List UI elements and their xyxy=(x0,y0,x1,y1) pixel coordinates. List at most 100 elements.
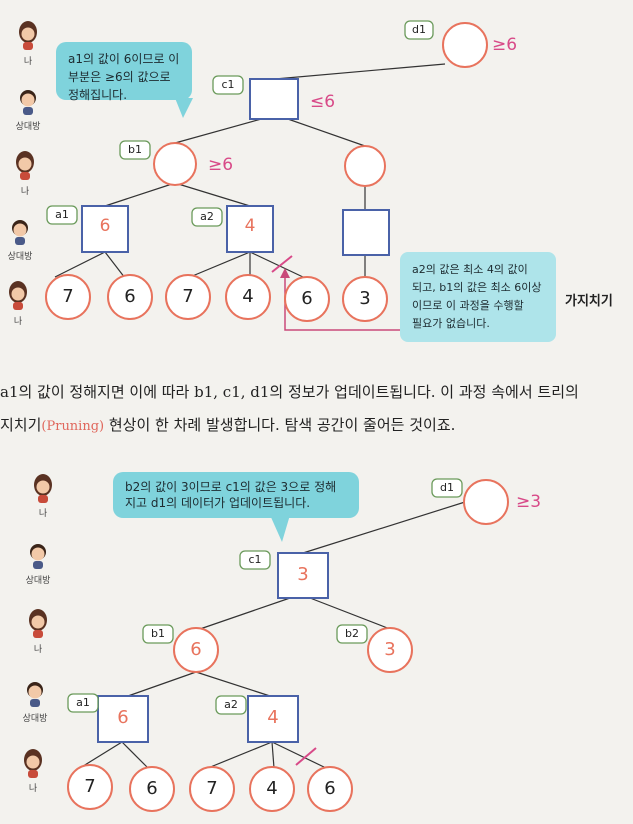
c1-value: 3 xyxy=(297,564,309,585)
role-label: 상대방 xyxy=(15,122,41,132)
tag-a1 xyxy=(46,205,78,225)
body-text-line: 지치기(Pruning) 현상이 한 차례 발생합니다. 탐색 공간이 줄어든 … xyxy=(0,410,633,442)
b1-node xyxy=(153,142,197,186)
leaf-node xyxy=(45,274,91,320)
role-label: 나 xyxy=(13,317,23,327)
tag-c1-text: c1 xyxy=(248,553,262,566)
leaf-node xyxy=(165,274,211,320)
callout-line: b2의 값이 3이므로 c1의 값은 3으로 정해 xyxy=(125,480,337,494)
bubble-tail xyxy=(270,515,290,542)
leaf-value: 6 xyxy=(124,286,136,307)
bubble-tail xyxy=(175,98,193,118)
leaf-value: 6 xyxy=(301,288,313,309)
leaf-value: 7 xyxy=(84,776,96,797)
tag-a2 xyxy=(215,695,247,715)
tag-c1 xyxy=(212,75,244,95)
role-label: 상대방 xyxy=(25,576,51,586)
d1-node-2 xyxy=(463,479,509,525)
d1-leaf-circles xyxy=(45,274,388,322)
a1-node-2 xyxy=(97,695,149,743)
tag-d1-text: d1 xyxy=(440,481,454,494)
tag-b2-text: b2 xyxy=(345,627,359,640)
callout-line: a1의 값이 6이므로 이 xyxy=(68,52,180,66)
leaf-node xyxy=(249,766,295,812)
a2-value: 4 xyxy=(244,216,256,236)
tag-a1 xyxy=(67,693,99,713)
d2-edges xyxy=(79,501,466,769)
girl-avatar-icon xyxy=(29,609,47,638)
leaf-value: 4 xyxy=(242,286,254,307)
tag-b1-text: b1 xyxy=(128,143,142,156)
callout-line: a2의 값은 최소 4의 값이 xyxy=(412,263,528,276)
role-label: 나 xyxy=(20,187,30,197)
a1-value: 6 xyxy=(117,707,129,728)
girl-avatar-icon xyxy=(9,281,27,310)
leaf-value: 7 xyxy=(182,286,194,307)
role-label: 나 xyxy=(38,509,48,519)
b2-node-2 xyxy=(367,627,413,673)
tag-a2-text: a2 xyxy=(200,210,214,223)
c1-node xyxy=(249,78,299,120)
tag-a2 xyxy=(191,207,223,227)
callout-line: 부분은 ≥6의 값으로 xyxy=(68,70,171,84)
role-label: 나 xyxy=(23,57,33,67)
callout-bubble: a1의 값이 6이므로 이 부분은 ≥6의 값으로 정해집니다. xyxy=(56,42,192,102)
tag-d1-text: d1 xyxy=(412,23,426,36)
a1-node xyxy=(81,205,129,253)
tag-c1 xyxy=(239,550,271,570)
leaf-node xyxy=(129,766,175,812)
body-text-line: a1의 값이 정해지면 이에 따라 b1, c1, d1의 정보가 업데이트됩니… xyxy=(0,383,579,401)
role-label: 나 xyxy=(28,784,38,794)
d1-value: ≥6 xyxy=(492,35,518,55)
boy-avatar-icon xyxy=(30,544,46,569)
girl-avatar-icon xyxy=(16,151,34,180)
leaf-value: 7 xyxy=(62,286,74,307)
leaf-node xyxy=(107,274,153,320)
leaf-value: 7 xyxy=(206,778,218,799)
pruning-english-term: (Pruning) xyxy=(41,419,105,434)
tag-a1-text: a1 xyxy=(76,696,90,709)
leaf-node xyxy=(284,276,330,322)
girl-avatar-icon xyxy=(19,21,37,50)
callout-bubble: b2의 값이 3이므로 c1의 값은 3으로 정해 지고 d1의 데이터가 업데… xyxy=(113,472,359,518)
tag-b1 xyxy=(142,624,174,644)
d2-tags xyxy=(67,478,463,715)
tag-d1 xyxy=(431,478,463,498)
callout-line: 이므로 이 과정을 수행할 xyxy=(412,299,524,312)
b2-value: 3 xyxy=(384,639,396,660)
role-label: 상대방 xyxy=(7,252,33,262)
leaf-node xyxy=(67,764,113,810)
a2-node-2 xyxy=(247,695,299,743)
callout-line: 지고 d1의 데이터가 업데이트됩니다. xyxy=(125,496,311,510)
leaf-node xyxy=(342,276,388,322)
d1-value: ≥3 xyxy=(516,492,542,512)
prune-explanation-bubble: a2의 값은 최소 4의 값이 되고, b1의 값은 최소 6이상 이므로 이 … xyxy=(400,252,556,342)
c1-node-2 xyxy=(277,552,329,599)
tag-b2 xyxy=(336,624,368,644)
d1-node xyxy=(442,22,488,68)
boy-avatar-icon xyxy=(27,682,43,707)
b2-node xyxy=(344,145,386,187)
body-text-fragment: 지치기 xyxy=(0,416,42,434)
prune-mark xyxy=(295,747,317,766)
tag-a1-text: a1 xyxy=(55,208,69,221)
body-text-fragment: 현상이 한 차례 발생합니다. 탐색 공간이 줄어든 것이죠. xyxy=(104,416,456,434)
b1-value: ≥6 xyxy=(208,155,234,175)
leaf-value: 3 xyxy=(359,288,371,309)
leaf-node xyxy=(307,766,353,812)
avatar-icons xyxy=(9,21,52,778)
leaf-value: 6 xyxy=(324,778,336,799)
leaf-node xyxy=(189,766,235,812)
callout-line: 되고, b1의 값은 최소 6이상 xyxy=(412,281,542,294)
tag-a2-text: a2 xyxy=(224,698,238,711)
boy-avatar-icon xyxy=(12,220,28,245)
b1-value: 6 xyxy=(190,639,202,660)
leaf-value: 6 xyxy=(146,778,158,799)
a2-node xyxy=(226,205,274,253)
leaf-value: 4 xyxy=(266,778,278,799)
girl-avatar-icon xyxy=(24,749,42,778)
a1-value: 6 xyxy=(99,216,111,236)
tag-b1 xyxy=(119,140,151,160)
